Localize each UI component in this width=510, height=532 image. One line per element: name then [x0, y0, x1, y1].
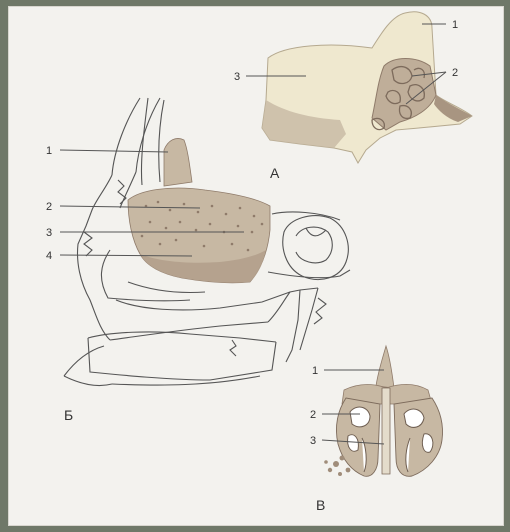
- figure-b-crista: [164, 138, 192, 186]
- figure-a-letter: А: [270, 165, 280, 181]
- figure-v-septum: [382, 388, 390, 474]
- figure-a-label-2: 2: [452, 67, 458, 79]
- figure-v-letter: В: [316, 497, 325, 513]
- figure-a-label-1: 1: [452, 19, 458, 31]
- figure-v-label-3: 3: [310, 435, 316, 447]
- figure-v-crista: [376, 346, 394, 388]
- anatomy-figure: 1 2 3 А: [8, 6, 504, 526]
- figure-a-label-3: 3: [234, 71, 240, 83]
- figure-b-letter: Б: [64, 407, 73, 423]
- figure-a: 1 2 3 А: [234, 12, 472, 181]
- figure-v: 1 2 3 В: [310, 346, 443, 513]
- figure-b-label-1: 1: [46, 145, 52, 157]
- figure-b: 1 2 3 4 Б: [46, 98, 350, 423]
- figure-b-label-3: 3: [46, 227, 52, 239]
- figure-v-label-2: 2: [310, 409, 316, 421]
- figure-b-label-4: 4: [46, 250, 52, 262]
- figure-b-label-2: 2: [46, 201, 52, 213]
- figure-v-label-1: 1: [312, 365, 318, 377]
- illustration-page: 1 2 3 А: [8, 6, 504, 526]
